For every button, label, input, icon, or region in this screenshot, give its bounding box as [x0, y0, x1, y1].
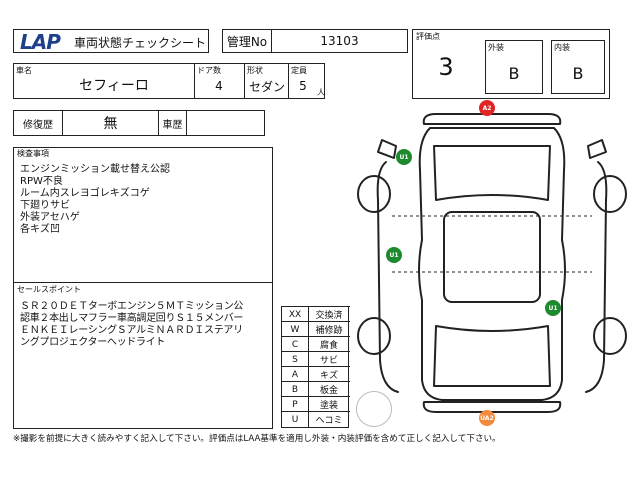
legend-code: W — [282, 322, 309, 337]
exterior-grade-value: B — [508, 63, 520, 83]
vehicle-name-label: 車名 — [16, 66, 32, 75]
legend-desc: キズ — [319, 371, 338, 381]
legend-row: B 板金 — [282, 381, 350, 397]
legend-code: XX — [282, 307, 309, 322]
footer-note: ※撮影を前提に大きく読みやすく記入して下さい。評価点はLAA基準を適用し外装・内… — [13, 434, 501, 444]
inspection-line: 各キズ凹 — [20, 224, 60, 235]
capacity-unit: 人 — [317, 88, 325, 97]
sales-point-line: ングプロジェクターヘッドライト — [20, 337, 166, 348]
body-outline — [418, 127, 566, 401]
exterior-grade-box: 外装 B — [485, 40, 543, 94]
capacity-label: 定員 — [291, 66, 307, 75]
sales-points-lines: ＳＲ２０ＤＥＴターボエンジン５ＭＴミッション公 認車２本出しマフラー車高調足回り… — [20, 301, 243, 349]
repair-history-value: 無 — [62, 111, 158, 135]
inspection-label: 検査事項 — [17, 149, 49, 158]
car-diagram — [357, 113, 627, 413]
lap-logo: LAP — [20, 30, 61, 54]
damage-badge-left-door: U1 — [386, 247, 402, 263]
legend-desc: ヘコミ — [315, 416, 343, 426]
rear-left-wheel — [357, 317, 391, 355]
sales-points-label: セールスポイント — [17, 285, 81, 294]
rear-bumper-outline — [422, 401, 562, 413]
capacity-value: 5 — [299, 79, 307, 93]
vehicle-name-value: セフィーロ — [79, 78, 149, 94]
damage-badge-right-quarter: U1 — [545, 300, 561, 316]
legend-desc: 補修跡 — [315, 326, 343, 336]
doors-cell: ドア数 4 — [194, 64, 244, 98]
damage-legend: XX 交換済 W 補修跡 C 腐食 S サビ A キズ B 板金 P 塗装 U ヘコミ — [281, 306, 350, 428]
inspection-lines: エンジンミッション載せ替え公認 RPW不良 ルーム内スレヨゴレキズコゲ 下廻りサ… — [20, 164, 170, 236]
inspection-line: ルーム内スレヨゴレキズコゲ — [20, 188, 150, 199]
legend-desc: 腐食 — [319, 341, 338, 351]
stamp-circle — [356, 391, 392, 427]
management-number-box: 管理No 13103 — [222, 29, 408, 53]
vehicle-info-box: 車名 セフィーロ ドア数 4 形状 セダン 定員 5 人 — [13, 63, 325, 99]
legend-desc: サビ — [319, 356, 338, 366]
legend-code: A — [282, 367, 309, 382]
management-number-label: 管理No — [226, 34, 268, 49]
inspection-box: 検査事項 エンジンミッション載せ替え公認 RPW不良 ルーム内スレヨゴレキズコゲ… — [13, 147, 273, 283]
interior-grade-label: 内装 — [554, 43, 570, 52]
grade-box: 評価点 3 外装 B 内装 B — [412, 29, 610, 99]
legend-row: C 腐食 — [282, 336, 350, 352]
roof-outline — [443, 211, 541, 303]
legend-code: C — [282, 337, 309, 352]
legend-row: U ヘコミ — [282, 411, 350, 427]
left-side-outline — [376, 161, 399, 393]
damage-badge-rear-bumper: UA2 — [479, 410, 495, 426]
inspection-line: 外装アセハゲ — [20, 212, 80, 223]
legend-desc: 板金 — [319, 386, 338, 396]
rear-right-wheel — [593, 317, 627, 355]
legend-desc: 塗装 — [319, 401, 338, 411]
left-mirror-outline — [377, 139, 397, 159]
doors-value: 4 — [215, 79, 223, 93]
legend-row: W 補修跡 — [282, 321, 350, 337]
hood-outline — [433, 145, 551, 201]
car-history-value — [186, 111, 264, 135]
front-right-wheel — [593, 175, 627, 213]
damage-badge-front-bumper: A2 — [479, 100, 495, 116]
legend-row: XX 交換済 — [282, 306, 350, 322]
car-history-label: 車歴 — [158, 111, 186, 135]
doors-label: ドア数 — [197, 66, 221, 75]
sales-point-line: ＳＲ２０ＤＥＴターボエンジン５ＭＴミッション公 — [20, 301, 244, 312]
body-type-value: セダン — [248, 79, 285, 94]
trunk-outline — [433, 325, 551, 387]
legend-code: U — [282, 412, 309, 427]
sales-point-line: ＥＮＫＥＩレーシングＳアルミＮＡＲＤＩステアリ — [20, 325, 243, 336]
legend-code: P — [282, 397, 309, 412]
sales-point-line: 認車２本出しマフラー車高調足回りＳ１５メンバー — [20, 313, 244, 324]
inspection-line: エンジンミッション載せ替え公認 — [20, 164, 170, 175]
sheet-title-box: LAP 車両状態チェックシート — [13, 29, 209, 54]
score-value: 3 — [438, 53, 454, 81]
legend-row: P 塗装 — [282, 396, 350, 412]
inspection-line: RPW不良 — [20, 176, 63, 187]
interior-grade-value: B — [572, 63, 584, 83]
interior-grade-box: 内装 B — [551, 40, 605, 94]
front-bumper-outline — [422, 113, 562, 125]
score-label: 評価点 — [416, 32, 440, 41]
legend-code: S — [282, 352, 309, 367]
inspection-line: 下廻りサビ — [20, 200, 70, 211]
legend-row: S サビ — [282, 351, 350, 367]
legend-code: B — [282, 382, 309, 397]
front-left-wheel — [357, 175, 391, 213]
history-box: 修復歴 無 車歴 — [13, 110, 265, 136]
damage-badge-left-fender: U1 — [396, 149, 412, 165]
exterior-grade-label: 外装 — [488, 43, 504, 52]
sales-points-box: セールスポイント ＳＲ２０ＤＥＴターボエンジン５ＭＴミッション公 認車２本出しマ… — [13, 283, 273, 429]
capacity-cell: 定員 5 人 — [288, 64, 325, 98]
right-side-outline — [585, 161, 608, 393]
body-type-cell: 形状 セダン — [244, 64, 288, 98]
body-type-label: 形状 — [247, 66, 263, 75]
legend-row: A キズ — [282, 366, 350, 382]
sheet-title: 車両状態チェックシート — [74, 36, 207, 50]
right-mirror-outline — [587, 139, 607, 159]
management-number-value: 13103 — [271, 30, 407, 52]
repair-history-label: 修復歴 — [23, 119, 53, 131]
legend-desc: 交換済 — [315, 311, 343, 321]
